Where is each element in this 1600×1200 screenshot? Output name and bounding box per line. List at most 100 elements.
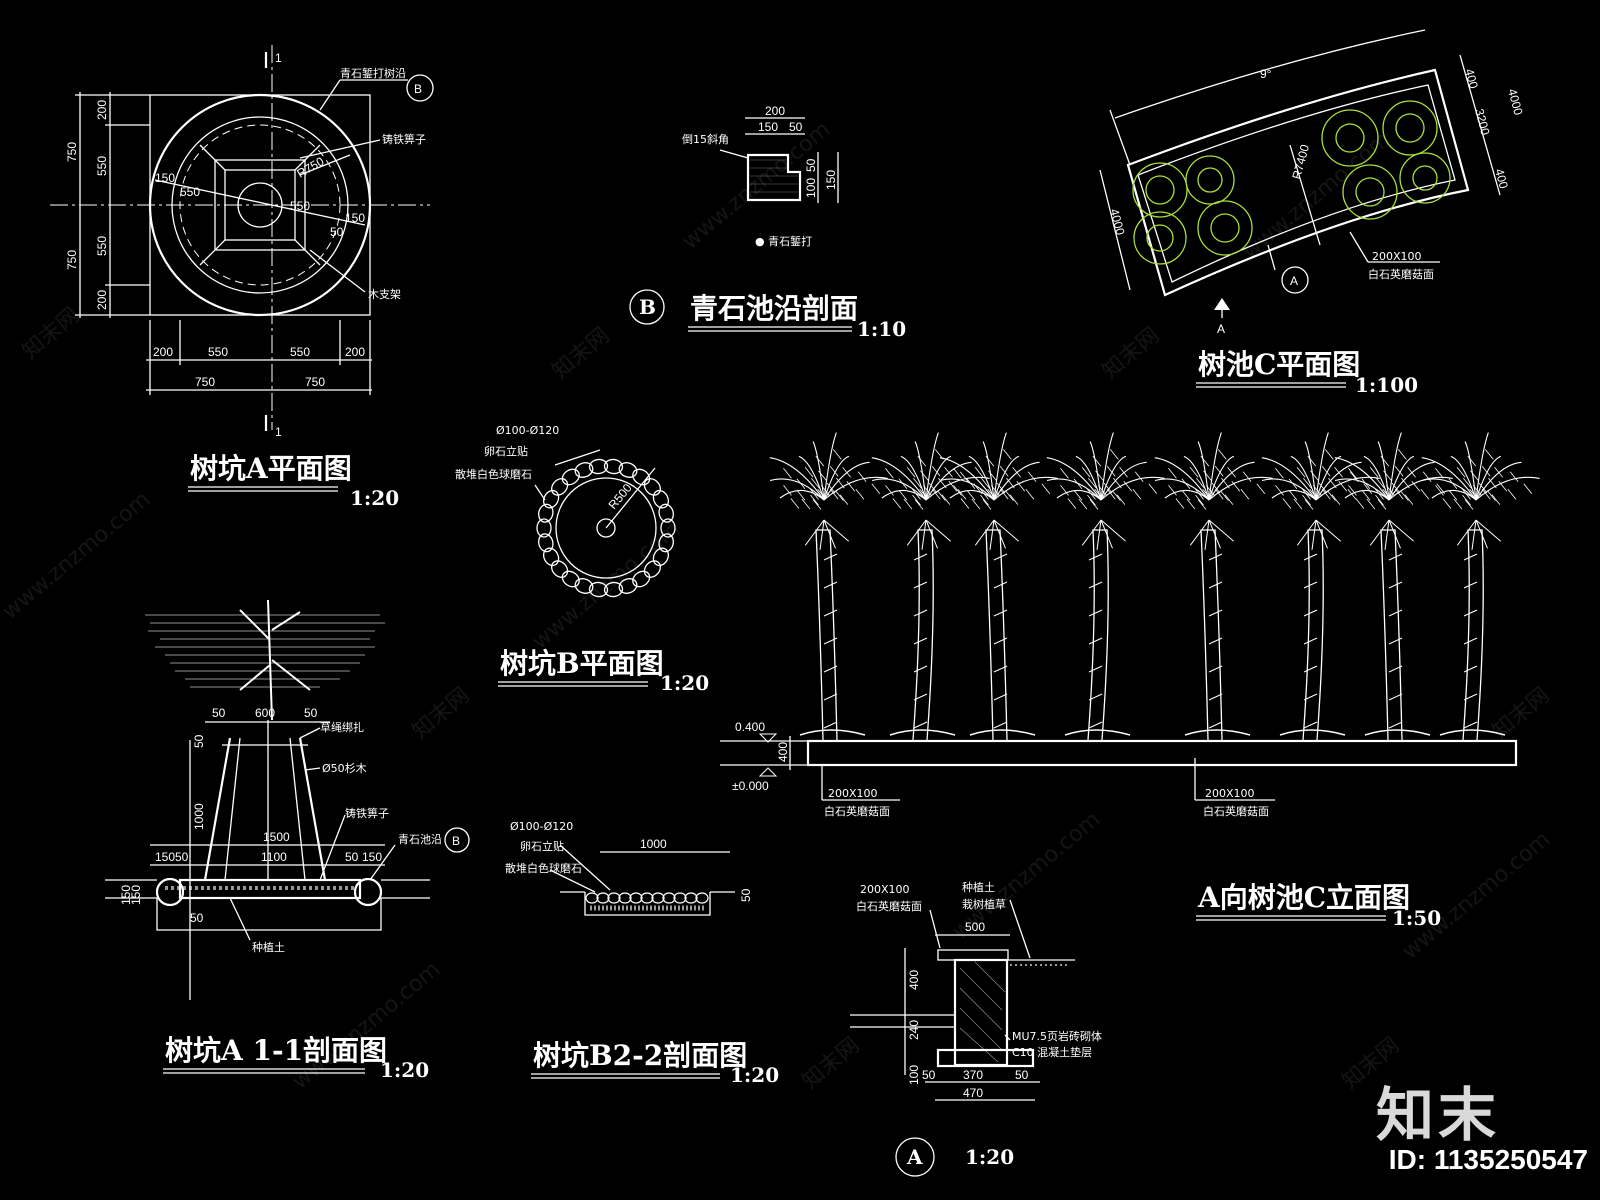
pebble	[538, 533, 554, 553]
pit-inner-ring	[171, 116, 349, 294]
label-rope: 草绳绑扎	[320, 720, 364, 734]
pebble	[658, 503, 674, 523]
pebble	[607, 892, 621, 904]
pebble	[603, 458, 624, 475]
pebble	[561, 468, 580, 486]
pebble	[652, 489, 670, 509]
section-mark: 1	[275, 425, 282, 439]
radius-line	[605, 467, 656, 529]
dim-text: R500	[606, 481, 635, 512]
label-paving-size: 200X100	[860, 883, 910, 896]
dim-text: 150	[119, 885, 133, 905]
shrub	[1342, 164, 1398, 220]
divider-line	[1289, 144, 1321, 246]
ref-text: B	[452, 834, 460, 848]
drawing-title: 树坑A平面图	[190, 452, 352, 485]
drawing-title: 树池C平面图	[1198, 348, 1360, 381]
level-text: 0.400	[735, 720, 765, 734]
pebble	[643, 560, 661, 578]
dim-text: 150	[362, 850, 382, 864]
dim-ext	[1109, 109, 1131, 166]
shrub-core	[1395, 113, 1425, 143]
label-fill: 散堆白色球磨石	[505, 861, 582, 875]
level-marker-icon	[758, 733, 778, 743]
dim-text: 240	[907, 1020, 921, 1040]
dim-text: 400	[1492, 167, 1511, 190]
support-pole	[203, 737, 232, 881]
leader-line	[549, 869, 596, 893]
label-note: ● 青石錾打	[755, 234, 812, 248]
dim-text: 550	[95, 236, 109, 256]
leader-line	[369, 844, 396, 881]
pebble	[542, 489, 560, 509]
green-shrubs	[1132, 100, 1451, 265]
pebble	[603, 581, 624, 598]
dim-text: 200	[153, 345, 173, 359]
pebble	[658, 533, 674, 553]
leader-line	[554, 449, 601, 466]
pit-b-plan: R500 Ø100-Ø120 卵石立贴 散堆白色球磨石 树坑B平面图 1:20	[455, 424, 709, 695]
grate-dashed-ring	[179, 124, 341, 286]
shrub-core	[1145, 175, 1175, 205]
label-paving: 白石英磨菇面	[856, 899, 922, 913]
leader-line	[719, 149, 749, 159]
shrub-core	[1335, 123, 1365, 153]
dim-text: 50	[190, 911, 204, 925]
title-bubble	[895, 1137, 935, 1177]
pebble	[640, 892, 654, 904]
title-mark: A	[906, 1145, 923, 1169]
palm-trees	[769, 432, 1540, 741]
watermark-url: www.znzmo.com	[0, 487, 155, 625]
pool-inner-outline	[1137, 84, 1456, 283]
detail-a-section: 400 240 100 500 50 370 50 470 200X100 白石…	[850, 880, 1102, 1177]
label-base: C10 混凝土垫层	[1012, 1045, 1092, 1059]
drawing-scale: 1:10	[857, 317, 906, 341]
dim-text: 150	[155, 171, 175, 185]
title-bubble	[629, 289, 665, 325]
radius-line	[154, 179, 366, 226]
dim-text: 4000	[1107, 207, 1128, 237]
pebble	[643, 478, 661, 496]
shrub-core	[1210, 213, 1240, 243]
label-soil: 种植土	[252, 940, 285, 954]
label-pole: Ø50杉木	[322, 761, 367, 775]
palm-tree	[871, 432, 990, 741]
pit-b-section: 1000 50 Ø100-Ø120 卵石立贴 散堆白色球磨石 树坑B2-2剖面图…	[505, 820, 779, 1087]
dim-text: 550	[208, 345, 228, 359]
label-text: 白石英磨菇面	[824, 804, 890, 818]
palm-tree	[1046, 432, 1165, 741]
shrub	[1185, 155, 1235, 205]
pebble	[695, 892, 709, 904]
label-pebble-size: Ø100-Ø120	[510, 820, 573, 833]
label-support: 木支架	[368, 288, 401, 301]
label-edge: 青石池沿	[398, 833, 442, 846]
drawing-title: 青石池沿剖面	[690, 292, 858, 325]
dim-text: 50	[1015, 1068, 1029, 1082]
label-pebble: 卵石立贴	[520, 839, 564, 853]
drawing-scale: 1:20	[350, 486, 399, 510]
label-grate: 铸铁箅子	[382, 132, 426, 146]
dim-text: 400	[776, 742, 790, 762]
dim-text: 750	[305, 375, 325, 389]
dim-text: 150	[345, 211, 365, 225]
tree-canopy-sketch	[145, 599, 385, 721]
leader-line	[559, 844, 611, 891]
dim-text: 50	[192, 734, 206, 748]
leader-line	[304, 767, 321, 771]
level-text: ±0.000	[732, 779, 769, 793]
shrub-core	[1146, 224, 1174, 252]
ref-bubble	[1281, 266, 1309, 294]
pool-c-elevation: 400 0.400 ±0.000 200X100 白石英磨菇面 200X100 …	[720, 432, 1540, 930]
dim-text: 200	[95, 290, 109, 310]
shrub	[1321, 109, 1379, 167]
dim-text: 470	[963, 1086, 983, 1100]
trunk-opening	[237, 182, 283, 228]
dim-text: 750	[195, 375, 215, 389]
radius-line	[299, 154, 351, 176]
support-arm	[199, 239, 226, 266]
dim-text: 550	[290, 199, 310, 213]
pebble	[596, 892, 610, 904]
view-arrow-icon	[1214, 298, 1230, 310]
dim-text: 550	[95, 156, 109, 176]
arc-dim	[1114, 29, 1426, 119]
